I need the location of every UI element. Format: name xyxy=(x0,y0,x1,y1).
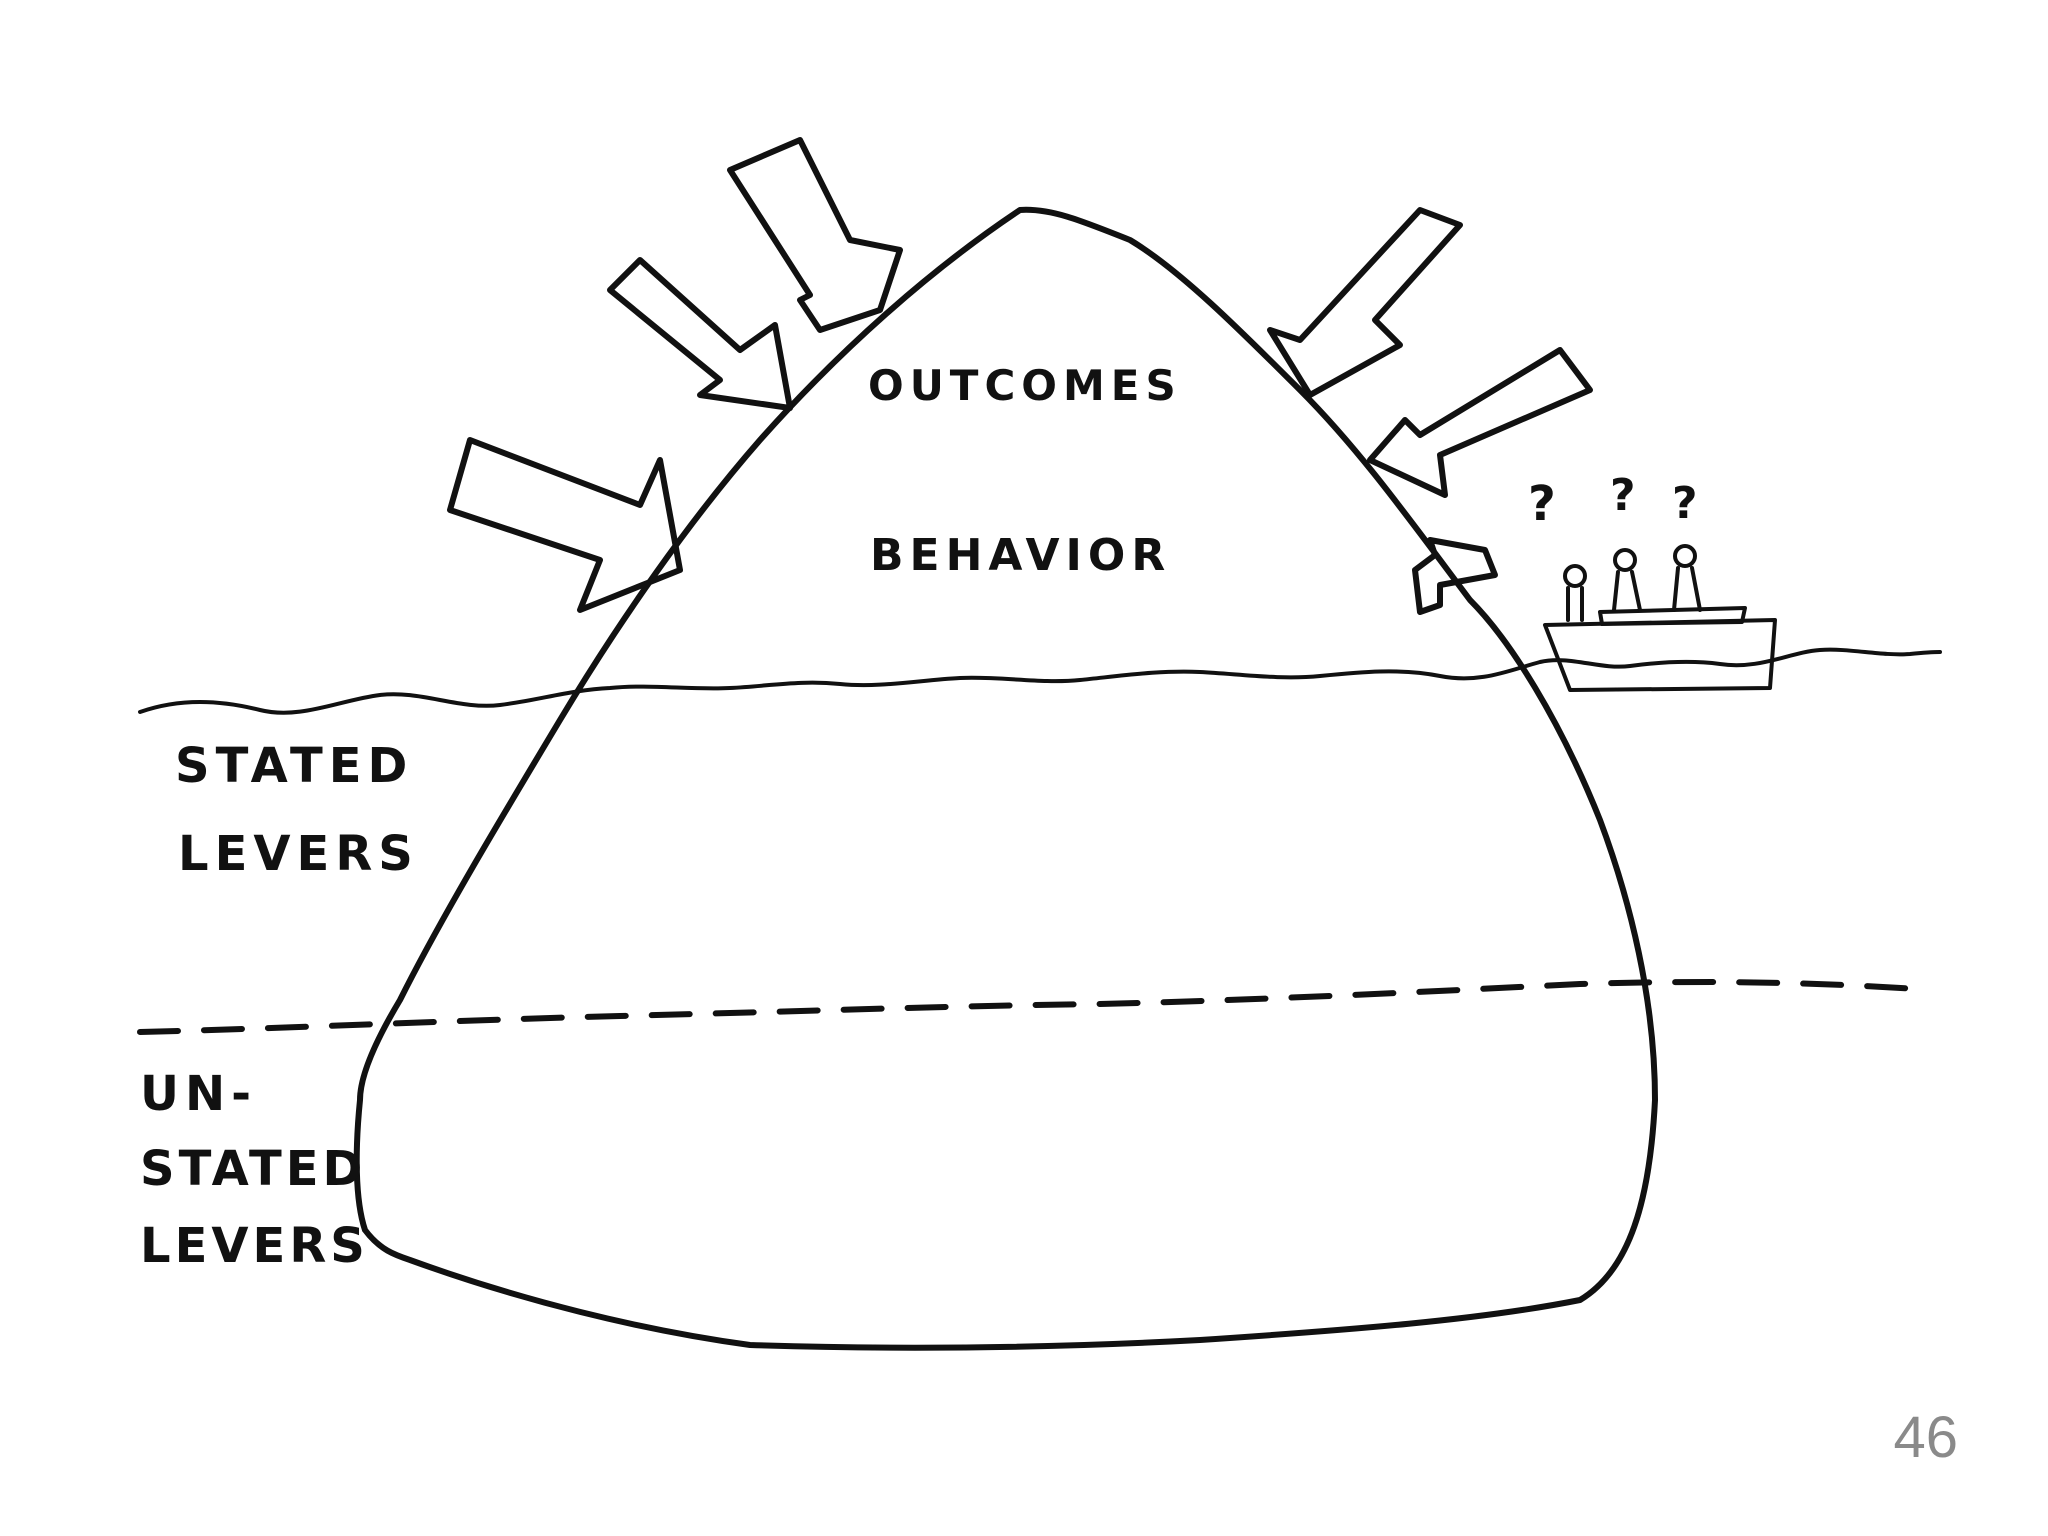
person-icon xyxy=(1673,544,1697,568)
question-mark: ? xyxy=(1672,478,1698,529)
arrow-icon xyxy=(1267,207,1463,398)
label-behavior: BEHAVIOR xyxy=(870,530,1171,581)
arrow-icon xyxy=(447,137,1593,615)
person-icon xyxy=(1612,570,1642,612)
arrow-icon xyxy=(447,437,683,613)
person-icon xyxy=(1563,544,1702,622)
label-unstated-levers-line3: LEVERS xyxy=(140,1218,369,1274)
label-unstated-levers-line1: UN- xyxy=(140,1066,257,1122)
person-icon xyxy=(1613,548,1637,572)
label-stated-levers-line2: LEVERS xyxy=(178,826,419,882)
water-line xyxy=(138,647,1942,715)
question-mark: ? xyxy=(1528,476,1556,532)
label-unstated-levers-line2: STATED xyxy=(140,1141,366,1197)
arrow-icon xyxy=(1412,537,1498,615)
person-icon xyxy=(1672,566,1702,612)
person-icon xyxy=(1563,564,1587,588)
boat-hull xyxy=(1543,618,1777,692)
boat-icon xyxy=(1543,606,1777,692)
person-icon xyxy=(1566,586,1584,622)
page-number: 46 xyxy=(1893,1405,1958,1470)
arrow-icon xyxy=(727,137,903,333)
boat-deck xyxy=(1598,606,1747,626)
arrow-icon xyxy=(1367,347,1593,498)
label-outcomes: OUTCOMES xyxy=(868,361,1182,410)
label-stated-levers-line1: STATED xyxy=(175,738,413,794)
arrow-icon xyxy=(607,257,793,411)
question-mark: ? xyxy=(1610,470,1636,521)
